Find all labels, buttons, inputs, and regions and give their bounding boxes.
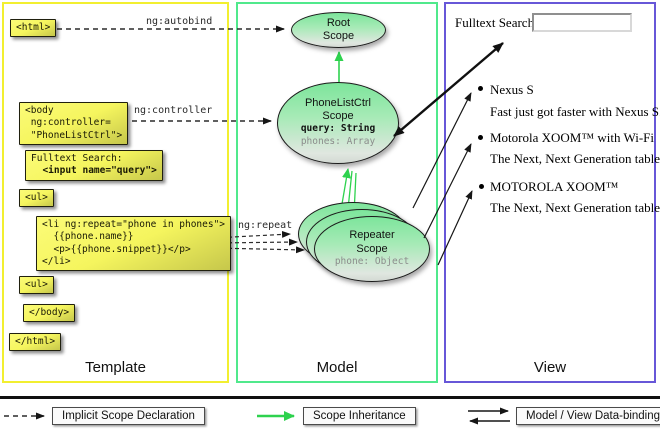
view-search-input[interactable] [532, 13, 632, 32]
view-search-label: Fulltext Search: [455, 15, 538, 30]
code-box-ul-close: <ul> [19, 276, 54, 295]
bullet-icon [478, 135, 483, 140]
root-scope-ellipse: Root Scope [291, 12, 386, 48]
phones-property: phones: Array [300, 136, 376, 148]
autobind-annotation: ng:autobind [146, 16, 213, 27]
phone-property: phone: Object [334, 255, 410, 267]
controller-annotation: ng:controller [134, 105, 213, 116]
code-box-li-repeat: <li ng:repeat="phone in phones"> {{phone… [36, 216, 232, 272]
model-panel-label: Model [316, 359, 358, 376]
code-box-body-close: </body> [23, 304, 76, 323]
phonelistctrl-scope-title: PhoneListCtrl Scope [304, 97, 372, 123]
view-item-title: MOTOROLA XOOM™ [490, 179, 619, 194]
legend-separator [0, 396, 660, 399]
code-box-body-open: <body ng:controller= "PhoneListCtrl"> [19, 102, 129, 146]
view-item-subtitle: Fast just got faster with Nexus S. [490, 104, 660, 119]
bullet-icon [479, 184, 484, 189]
legend-scope-inheritance: Scope Inheritance [303, 407, 416, 425]
root-scope-title: Root Scope [322, 16, 355, 42]
repeat-annotation: ng:repeat [238, 220, 293, 231]
legend-implicit-scope: Implicit Scope Declaration [52, 407, 205, 425]
repeater-scope-title: Repeater Scope [349, 229, 395, 255]
fulltext-label-line: Fulltext Search: [31, 153, 123, 164]
code-box-html-open: <html> [10, 19, 57, 38]
phonelistctrl-scope-ellipse: PhoneListCtrl Scope query: String phones… [277, 82, 399, 164]
repeater-scope-ellipse-front: Repeater Scope phone: Object [314, 216, 430, 282]
view-item-title: Nexus S [490, 82, 534, 97]
code-box-fulltext: Fulltext Search: <input name="query"> [25, 150, 163, 181]
bullet-icon [478, 86, 483, 91]
code-box-html-close: </html> [9, 333, 62, 352]
view-panel-label: View [533, 359, 567, 376]
code-box-ul-open: <ul> [19, 189, 54, 208]
view-item-subtitle: The Next, Next Generation tablet. [490, 200, 660, 215]
query-property: query: String [300, 123, 376, 135]
view-item-subtitle: The Next, Next Generation tablet. [490, 151, 660, 166]
fulltext-input-line: <input name="query"> [31, 165, 157, 177]
template-panel-label: Template [85, 359, 146, 376]
model-panel [236, 2, 438, 383]
view-item-title: Motorola XOOM™ with Wi-Fi [490, 130, 655, 145]
legend-data-binding: Model / View Data-binding [516, 407, 660, 425]
